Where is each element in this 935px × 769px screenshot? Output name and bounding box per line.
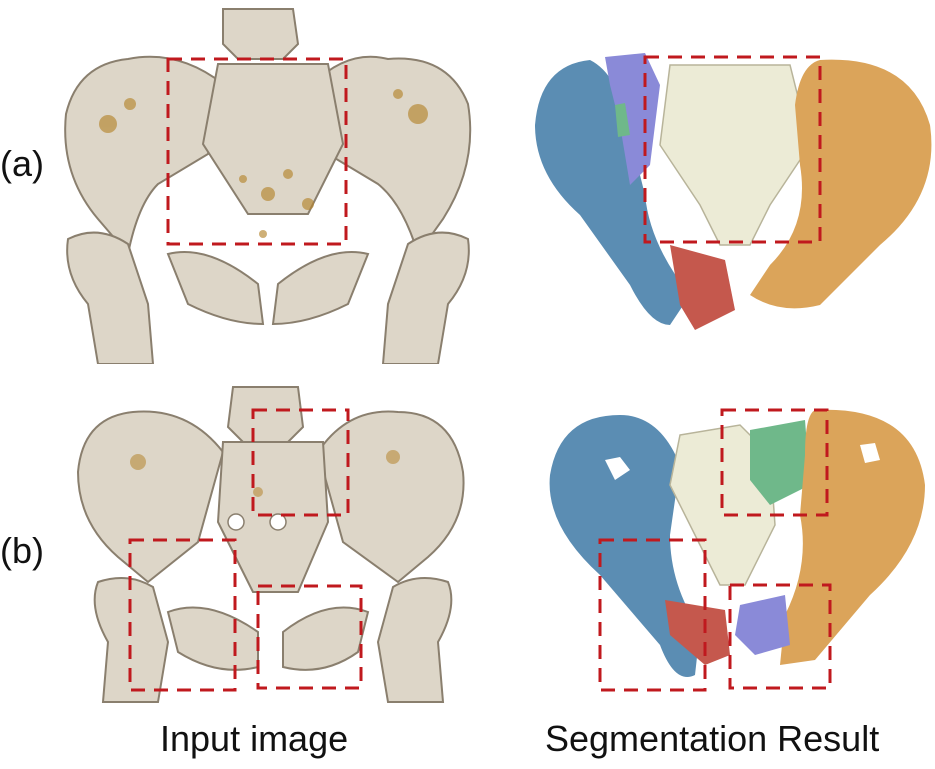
row-label-b: (b) bbox=[0, 530, 44, 571]
roi-box bbox=[128, 538, 237, 692]
row-label-a: (a) bbox=[0, 143, 44, 184]
roi-box bbox=[728, 583, 832, 690]
input-image-b bbox=[58, 382, 498, 742]
roi-box bbox=[166, 57, 348, 246]
caption-input-image: Input image bbox=[160, 718, 349, 759]
roi-box bbox=[256, 584, 363, 690]
segmentation-result-a bbox=[520, 45, 935, 405]
input-image-a bbox=[58, 4, 498, 364]
roi-box bbox=[251, 408, 350, 517]
roi-box bbox=[643, 55, 822, 244]
roi-box bbox=[720, 408, 829, 517]
segmentation-result-b bbox=[520, 395, 935, 755]
caption-segmentation-result: Segmentation Result bbox=[545, 718, 880, 759]
roi-box bbox=[598, 538, 707, 692]
